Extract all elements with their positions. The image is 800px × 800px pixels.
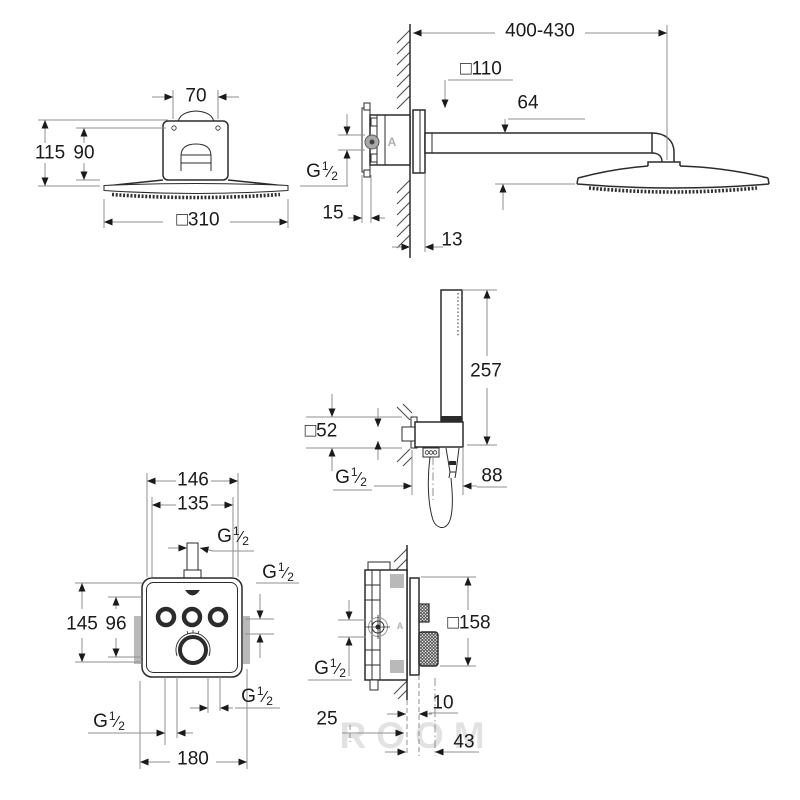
small-knob xyxy=(418,603,430,623)
select-button xyxy=(155,606,177,628)
head-mount-body xyxy=(162,120,229,181)
select-button xyxy=(181,606,203,628)
dim-mount-width: 70 xyxy=(185,85,207,107)
hose-cone xyxy=(445,447,460,473)
dim-thread-holder: G1⁄2 xyxy=(335,465,367,489)
logo-slot xyxy=(185,590,200,596)
dim-thread-side-port: G1⁄2 xyxy=(262,560,294,584)
shower-head-side-drawing xyxy=(300,24,770,258)
dim-arm-reach: 400-430 xyxy=(505,20,575,42)
port-label-a-side: A xyxy=(396,621,404,631)
dim-height-body: 90 xyxy=(73,142,95,164)
dome-arc xyxy=(177,110,215,124)
mount-rail-left xyxy=(134,616,141,664)
thermostat-front-drawing xyxy=(75,473,299,769)
dim-thread-side-view: G1⁄2 xyxy=(314,656,346,680)
screw-mark xyxy=(215,125,221,131)
dim-knob-projection: 43 xyxy=(453,731,475,753)
dim-face-width: □310 xyxy=(176,209,220,231)
large-knob xyxy=(418,631,439,667)
dim-thread-top: G1⁄2 xyxy=(217,524,249,548)
dim-embed-depth: 15 xyxy=(322,202,344,224)
port-label-a: A xyxy=(387,135,397,149)
knob-scale-ring xyxy=(175,632,211,656)
hose-nut xyxy=(422,447,440,458)
temperature-knob xyxy=(178,635,208,665)
shower-head-front-drawing xyxy=(38,90,289,228)
dim-plate-depth: 13 xyxy=(441,229,463,251)
shower-arm xyxy=(424,132,653,154)
select-button xyxy=(207,606,229,628)
spray-plate xyxy=(103,183,289,194)
side-escutcheon xyxy=(409,577,420,676)
pipe-collar xyxy=(183,569,202,579)
nozzle-band xyxy=(111,192,281,200)
dim-thread-bottom-right: G1⁄2 xyxy=(241,684,273,708)
dim-wand-length: 257 xyxy=(470,360,502,382)
dim-side-plate: □158 xyxy=(447,612,491,634)
dim-wall-gap: 10 xyxy=(432,692,454,714)
dim-box-height-outer: 145 xyxy=(66,613,98,635)
dim-height-total: 115 xyxy=(34,142,66,164)
holder-nipple xyxy=(401,426,416,442)
head-hub xyxy=(647,161,681,166)
dim-wall-plate: □110 xyxy=(460,58,502,80)
wall-escutcheon xyxy=(412,109,426,174)
head-side-outline xyxy=(576,165,770,189)
wall-hatch-holder xyxy=(396,403,413,467)
thermostat-side-drawing xyxy=(308,545,479,756)
dim-thread-bottom-left: G1⁄2 xyxy=(93,709,125,733)
dim-holder-plate: □52 xyxy=(304,420,338,442)
shower-hose xyxy=(427,456,453,528)
dim-arm-height: 64 xyxy=(517,92,539,114)
wall-hatch xyxy=(396,29,411,249)
inner-arch xyxy=(180,143,212,171)
mount-rail-right xyxy=(243,616,250,664)
dim-thread-arm: G1⁄2 xyxy=(306,159,338,183)
nozzle-band-side xyxy=(588,186,758,194)
dim-holder-projection: 88 xyxy=(481,465,503,487)
dim-box-width-inner: 135 xyxy=(177,493,209,515)
dim-box-width-outer: 146 xyxy=(177,469,209,491)
hand-shower-wand xyxy=(440,289,463,423)
holder-body xyxy=(414,421,464,448)
dim-bottom-width: 180 xyxy=(177,748,209,770)
screw-mark xyxy=(171,125,177,131)
dim-embed-min: 25 xyxy=(316,708,338,730)
supply-pipe xyxy=(186,542,199,571)
dim-box-height-inner: 96 xyxy=(105,613,127,635)
arm-elbow xyxy=(651,132,675,163)
watermark: ROOM xyxy=(339,715,495,756)
thermostat-panel xyxy=(141,577,243,678)
hand-shower-drawing xyxy=(306,289,507,528)
